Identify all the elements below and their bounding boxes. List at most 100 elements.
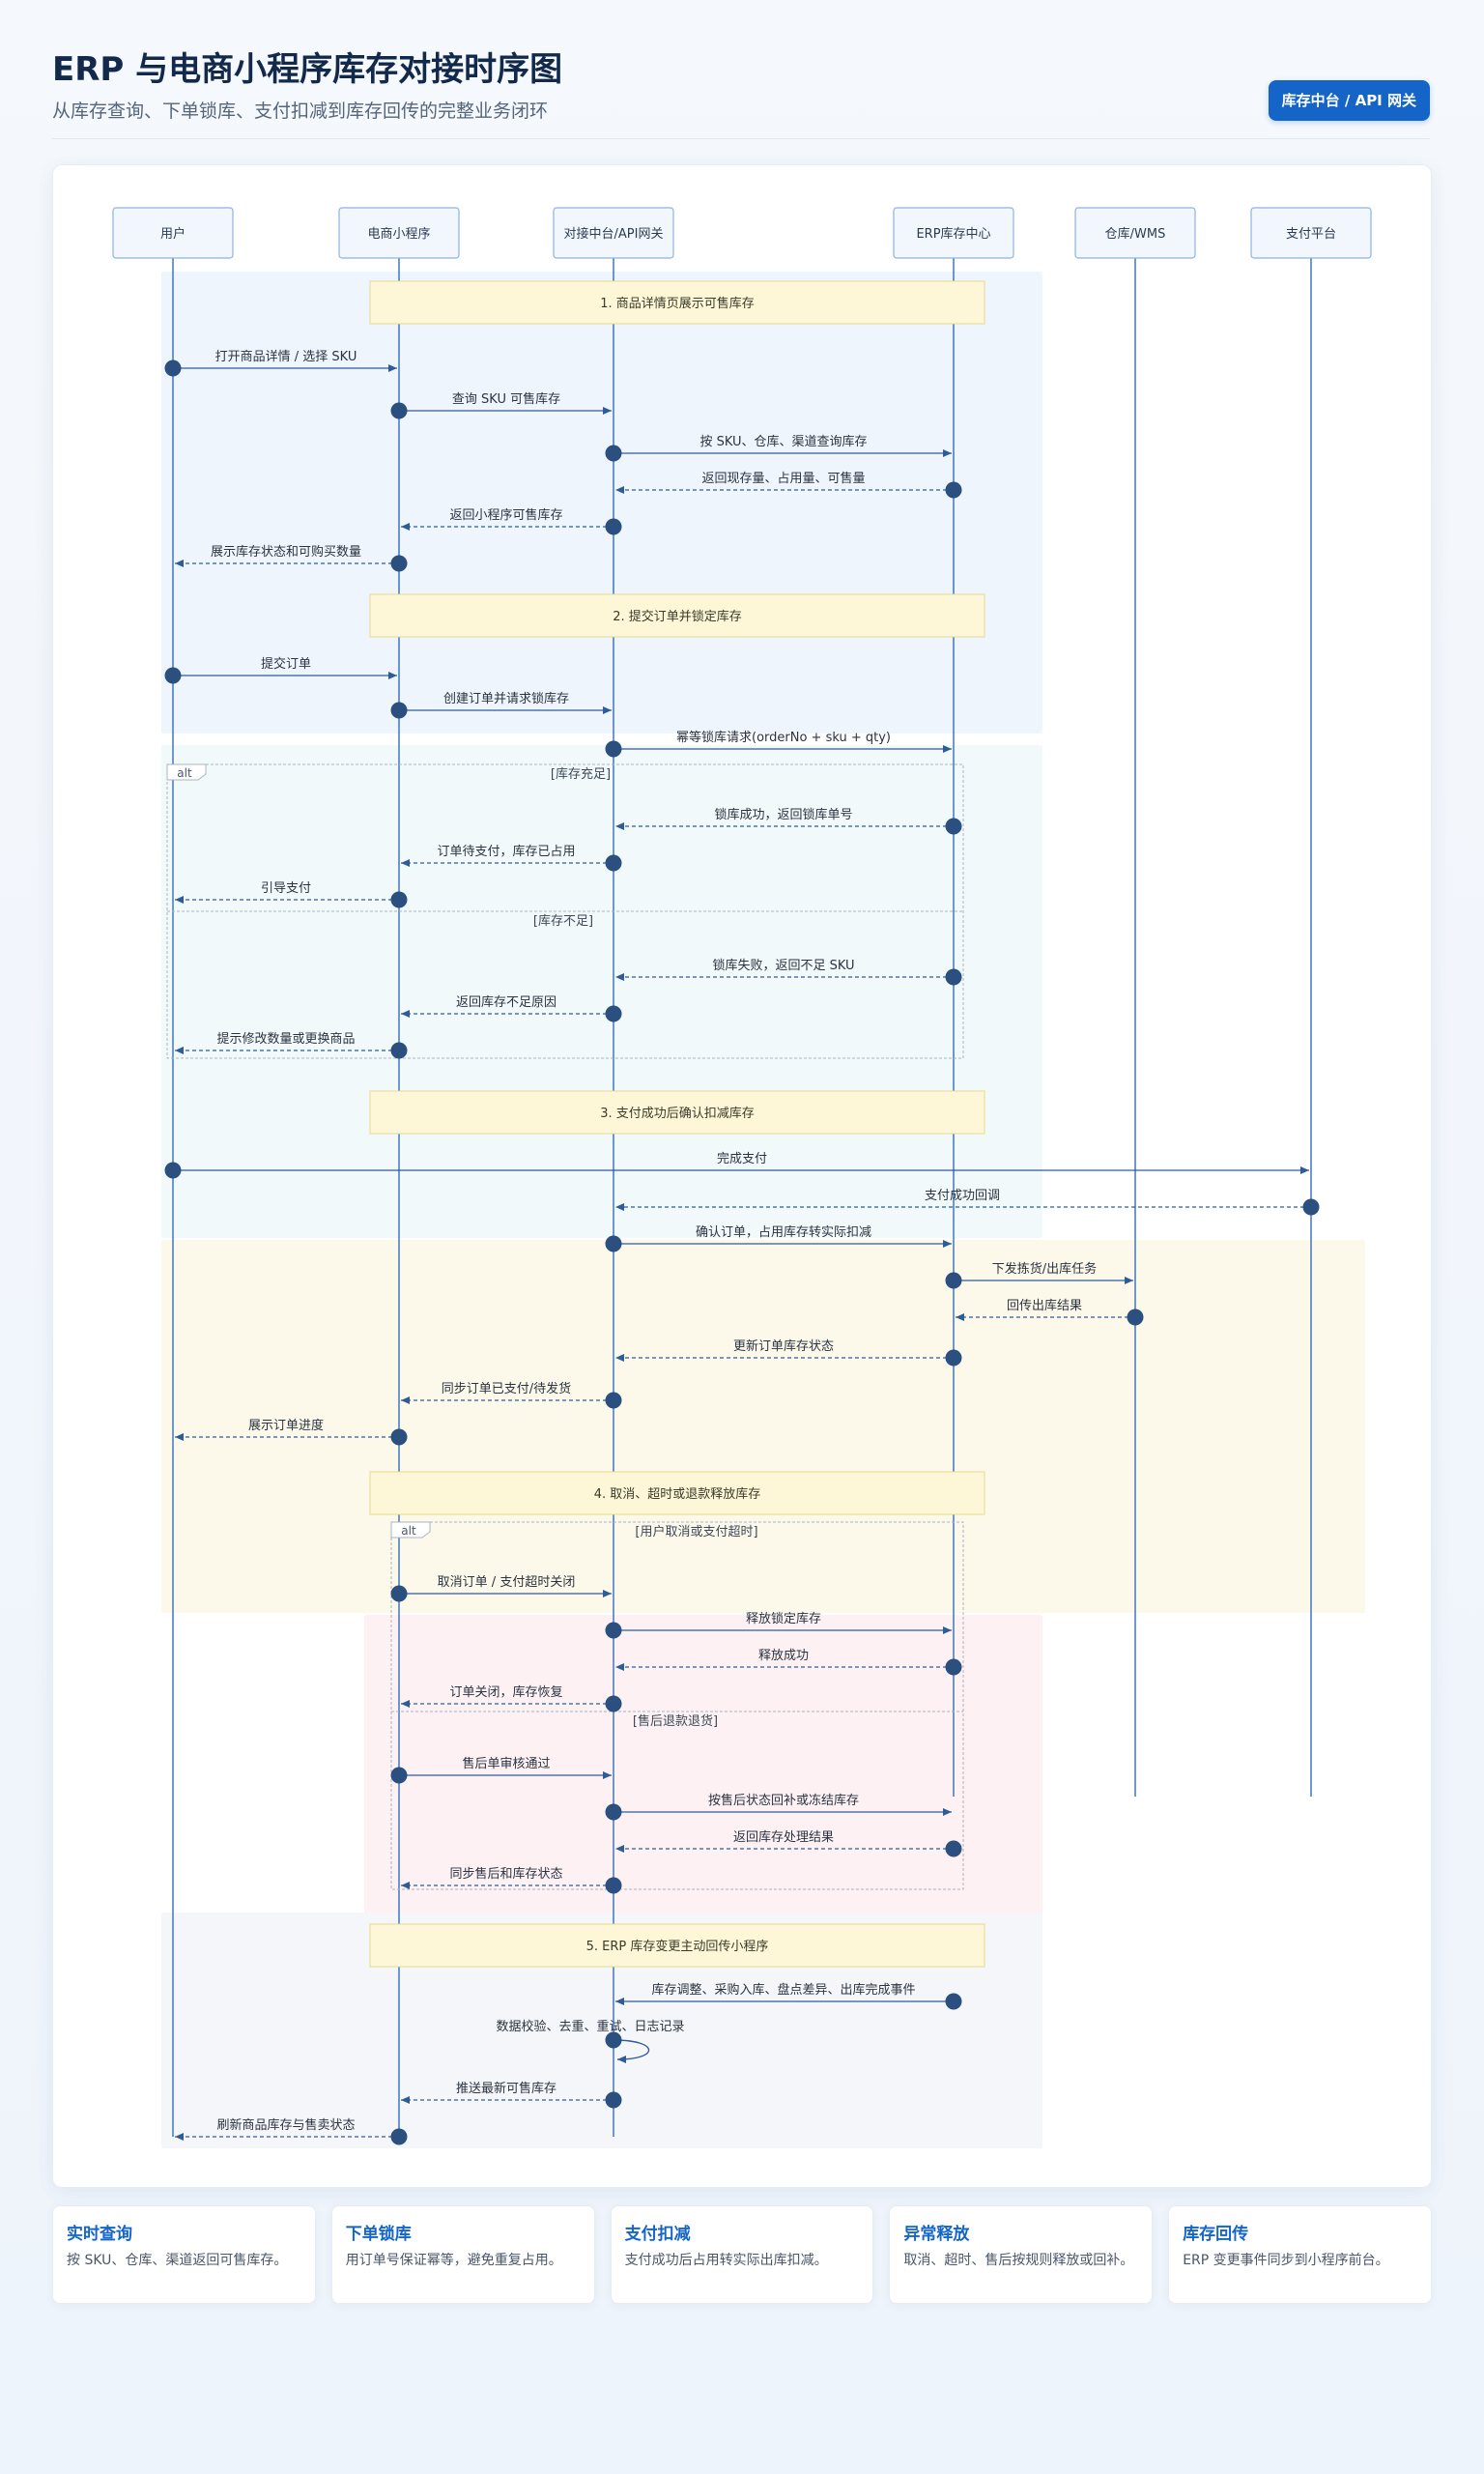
section-title: 5. ERP 库存变更主动回传小程序 <box>586 1939 769 1954</box>
activation-dot <box>390 1767 408 1784</box>
legend-row: 实时查询 按 SKU、仓库、渠道返回可售库存。 下单锁库 用订单号保证幂等，避免… <box>52 2205 1432 2304</box>
alt-tag: alt <box>177 766 192 780</box>
activation-dot <box>605 854 622 872</box>
message-label: 按售后状态回补或冻结库存 <box>708 1793 859 1808</box>
legend-desc: 支付成功后占用转实际出库扣减。 <box>624 2253 828 2268</box>
message-label: 更新订单库存状态 <box>733 1338 834 1354</box>
activation-dot <box>390 891 408 908</box>
activation-dot <box>945 1840 962 1857</box>
alt-condition: [用户取消或支付超时] <box>635 1524 757 1539</box>
message-label: 售后单审核通过 <box>462 1756 550 1771</box>
activation-dot <box>390 2128 408 2145</box>
legend-card-realtime-query: 实时查询 按 SKU、仓库、渠道返回可售库存。 <box>52 2205 316 2304</box>
message-label: 刷新商品库存与售卖状态 <box>216 2117 355 2133</box>
message-label: 按 SKU、仓库、渠道查询库存 <box>699 434 867 449</box>
alt-frame <box>166 763 964 1059</box>
message-label: 返回库存不足原因 <box>456 994 556 1010</box>
activation-dot <box>1127 1309 1144 1326</box>
section-title: 3. 支付成功后确认扣减库存 <box>600 1106 755 1121</box>
page-title: ERP 与电商小程序库存对接时序图 <box>52 50 563 89</box>
activation-dot <box>390 702 408 719</box>
section-note <box>369 1471 985 1515</box>
section-title: 2. 提交订单并锁定库存 <box>613 609 742 624</box>
activation-dot <box>1302 1198 1320 1216</box>
alt-tag-box <box>390 1521 431 1539</box>
legend-card-stock-sync: 库存回传 ERP 变更事件同步到小程序前台。 <box>1168 2205 1432 2304</box>
legend-desc: 按 SKU、仓库、渠道返回可售库存。 <box>67 2253 288 2268</box>
activation-dot <box>164 1162 182 1179</box>
activation-dot <box>605 1392 622 1409</box>
activation-dot <box>164 360 182 377</box>
activation-dot <box>605 445 622 462</box>
activation-dot <box>945 481 962 499</box>
page-subtitle: 从库存查询、下单锁库、支付扣减到库存回传的完整业务闭环 <box>52 101 549 122</box>
legend-title: 支付扣减 <box>624 2225 691 2244</box>
message-label: 订单关闭，库存恢复 <box>449 1684 562 1700</box>
participant-label-user: 用户 <box>160 226 186 242</box>
message-label: 锁库失败，返回不足 SKU <box>712 958 854 973</box>
message-label: 数据校验、去重、重试、日志记录 <box>496 2019 684 2034</box>
section-note <box>369 593 985 638</box>
message-label: 释放成功 <box>758 1649 809 1663</box>
message-label: 同步售后和库存状态 <box>449 1866 562 1882</box>
participant-label-mini: 电商小程序 <box>367 227 430 242</box>
legend-desc: 取消、超时、售后按规则释放或回补。 <box>903 2253 1134 2268</box>
section-note <box>369 1090 985 1135</box>
section-background <box>161 745 1042 1238</box>
alt-frame <box>390 1521 964 1890</box>
activation-dot <box>605 1877 622 1894</box>
legend-title: 异常释放 <box>903 2225 970 2244</box>
message-label: 推送最新可售库存 <box>456 2081 556 2096</box>
message-label: 提交订单 <box>261 656 311 672</box>
participant-label-erp: ERP库存中心 <box>916 226 990 242</box>
message-label: 确认订单，占用库存转实际扣减 <box>696 1224 871 1240</box>
section-note <box>369 1923 985 1968</box>
message-label: 返回小程序可售库存 <box>449 507 562 523</box>
legend-card-payment-deduct: 支付扣减 支付成功后占用转实际出库扣减。 <box>610 2205 874 2304</box>
message-label: 展示库存状态和可购买数量 <box>211 544 361 560</box>
activation-dot <box>605 2091 622 2109</box>
participant-box-erp <box>893 207 1014 259</box>
legend-desc: ERP 变更事件同步到小程序前台。 <box>1183 2253 1389 2268</box>
message-label: 幂等锁库请求(orderNo + sku + qty) <box>676 730 891 745</box>
participant-box-wms <box>1074 207 1196 259</box>
message-label: 打开商品详情 / 选择 SKU <box>215 350 357 364</box>
section-title: 4. 取消、超时或退款释放库存 <box>594 1486 761 1502</box>
legend-card-order-lock: 下单锁库 用订单号保证幂等，避免重复占用。 <box>330 2205 595 2304</box>
message-label: 下发拣货/出库任务 <box>992 1261 1097 1277</box>
activation-dot <box>605 518 622 535</box>
activation-dot <box>605 1803 622 1821</box>
message-label: 库存调整、采购入库、盘点差异、出库完成事件 <box>651 1982 915 1998</box>
activation-dot <box>945 1993 962 2010</box>
activation-dot <box>390 1585 408 1602</box>
message-label: 创建订单并请求锁库存 <box>443 691 569 706</box>
legend-desc: 用订单号保证幂等，避免重复占用。 <box>345 2253 562 2268</box>
activation-dot <box>945 968 962 986</box>
self-message-arrow <box>613 2039 650 2063</box>
activation-dot <box>605 740 622 758</box>
message-label: 释放锁定库存 <box>746 1611 821 1626</box>
alt-tag: alt <box>401 1524 416 1538</box>
message-label: 取消订单 / 支付超时关闭 <box>438 1575 576 1590</box>
participant-label-wms: 仓库/WMS <box>1105 226 1166 242</box>
message-label: 展示订单进度 <box>248 1418 324 1433</box>
activation-dot <box>945 1349 962 1366</box>
activation-dot <box>390 1428 408 1446</box>
section-background <box>161 1913 1042 2148</box>
activation-dot <box>945 1658 962 1676</box>
activation-dot <box>164 667 182 684</box>
section-background <box>161 1240 1365 1613</box>
message-label: 完成支付 <box>717 1152 767 1166</box>
participant-label-api: 对接中台/API网关 <box>564 226 664 242</box>
alt-condition: [售后退款退货] <box>633 1713 718 1729</box>
message-label: 订单待支付，库存已占用 <box>437 844 575 859</box>
participant-box-user <box>112 207 234 259</box>
legend-title: 库存回传 <box>1183 2225 1249 2244</box>
message-label: 查询 SKU 可售库存 <box>452 391 560 407</box>
activation-dot <box>605 1235 622 1252</box>
message-label: 回传出库结果 <box>1007 1298 1082 1313</box>
activation-dot <box>945 1272 962 1289</box>
activation-dot <box>945 818 962 835</box>
